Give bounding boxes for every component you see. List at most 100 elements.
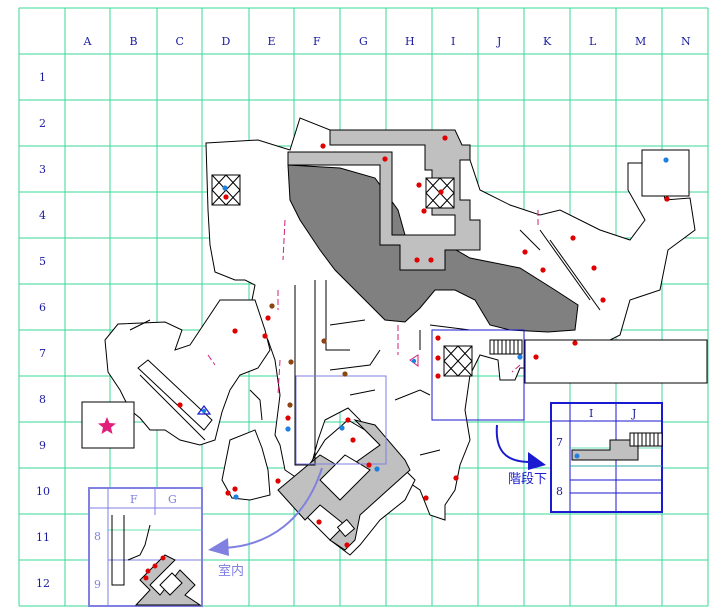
red-item-marker <box>664 196 670 202</box>
row-label-4: 4 <box>39 209 46 222</box>
inset-indoor-label: 室内 <box>218 563 244 579</box>
red-item-marker <box>262 333 268 339</box>
red-item-marker <box>570 235 576 241</box>
downstairs-arrow <box>495 424 531 463</box>
door-markers <box>207 210 539 396</box>
brown-item-marker <box>321 338 327 344</box>
staircase <box>489 339 523 355</box>
column-label-e: E <box>268 35 276 48</box>
blue-item-marker <box>374 466 380 472</box>
inset-downstairs-col-i: I <box>589 407 593 420</box>
south-corridors <box>277 419 411 551</box>
blue-item-marker <box>233 494 239 500</box>
item-markers <box>177 135 670 548</box>
inner-wall <box>329 349 381 371</box>
row-label-10: 10 <box>36 485 50 498</box>
red-item-marker <box>344 542 350 548</box>
column-label-a: A <box>83 35 93 48</box>
column-label-m: M <box>635 35 646 48</box>
inner-wall <box>519 229 541 251</box>
red-item-marker <box>435 355 441 361</box>
red-item-marker <box>453 475 459 481</box>
inner-wall <box>249 389 263 421</box>
brown-item-marker <box>342 371 348 377</box>
red-item-marker <box>572 340 578 346</box>
red-item-marker <box>533 354 539 360</box>
inset-indoor-row-9: 9 <box>94 578 101 591</box>
indoor-arrow <box>224 467 323 549</box>
column-label-j: J <box>496 35 501 48</box>
inner-wall <box>349 389 376 396</box>
highlight-boxes <box>431 329 525 421</box>
southwest-cave-area <box>221 429 271 501</box>
row-label-9: 9 <box>39 439 46 452</box>
inset-downstairs-row-7: 7 <box>556 436 563 449</box>
row-label-5: 5 <box>39 255 46 268</box>
column-label-i: I <box>451 35 455 48</box>
red-item-marker <box>316 519 322 525</box>
red-item-marker <box>232 328 238 334</box>
red-item-marker <box>522 249 528 255</box>
brown-item-marker <box>288 359 294 365</box>
inner-walls <box>129 229 601 466</box>
blue-item-marker <box>222 185 228 191</box>
row-label-7: 7 <box>39 347 46 360</box>
inner-wall <box>419 449 441 456</box>
crosshatch-block <box>211 174 241 206</box>
red-item-marker <box>442 135 448 141</box>
inset-indoor-row-8: 8 <box>94 530 101 543</box>
inner-wall <box>329 319 366 326</box>
west-diagonal-corridor <box>137 359 213 431</box>
inset-downstairs-row-8: 8 <box>556 485 563 498</box>
red-item-marker <box>366 462 372 468</box>
column-label-k: K <box>543 35 552 48</box>
red-item-marker <box>416 182 422 188</box>
red-item-marker <box>265 315 271 321</box>
inset-downstairs-col-j: J <box>631 407 636 420</box>
inner-wall <box>394 389 431 401</box>
row-label-11: 11 <box>36 531 50 544</box>
row-label-12: 12 <box>36 577 50 590</box>
south-small-room <box>336 518 356 538</box>
row-label-8: 8 <box>39 393 46 406</box>
red-item-marker <box>600 297 606 303</box>
row-label-2: 2 <box>39 117 46 130</box>
red-item-marker <box>345 417 351 423</box>
brown-item-marker <box>287 402 293 408</box>
red-item-marker <box>591 265 597 271</box>
inner-wall <box>294 280 316 466</box>
row-label-3: 3 <box>39 163 46 176</box>
star-icon <box>98 417 116 434</box>
red-item-marker <box>350 437 356 443</box>
inset-downstairs-label: 階段下 <box>508 472 547 487</box>
inner-wall <box>325 280 350 351</box>
red-item-marker <box>177 402 183 408</box>
inner-wall <box>429 324 471 331</box>
red-item-marker <box>414 257 420 263</box>
red-item-marker <box>421 208 427 214</box>
column-label-b: B <box>130 35 138 48</box>
red-item-marker <box>438 189 444 195</box>
red-item-marker <box>423 495 429 501</box>
red-item-marker <box>232 486 238 492</box>
downstairs-region-outline <box>431 329 525 421</box>
inset-indoor-col-g: G <box>168 493 177 506</box>
inset-indoor-col-f: F <box>130 493 138 506</box>
red-item-marker <box>428 257 434 263</box>
red-item-marker <box>285 415 291 421</box>
column-label-n: N <box>681 35 691 48</box>
triangle-icon <box>196 405 212 415</box>
row-label-1: 1 <box>39 71 46 84</box>
inner-wall <box>129 319 151 331</box>
blue-item-marker <box>285 426 291 432</box>
red-item-marker <box>540 267 546 273</box>
red-item-marker <box>435 373 441 379</box>
inner-wall <box>539 229 591 301</box>
indoor-arrowhead <box>208 538 229 556</box>
inner-wall <box>549 239 601 311</box>
column-label-d: D <box>222 35 231 48</box>
tower-blocks <box>211 174 473 377</box>
